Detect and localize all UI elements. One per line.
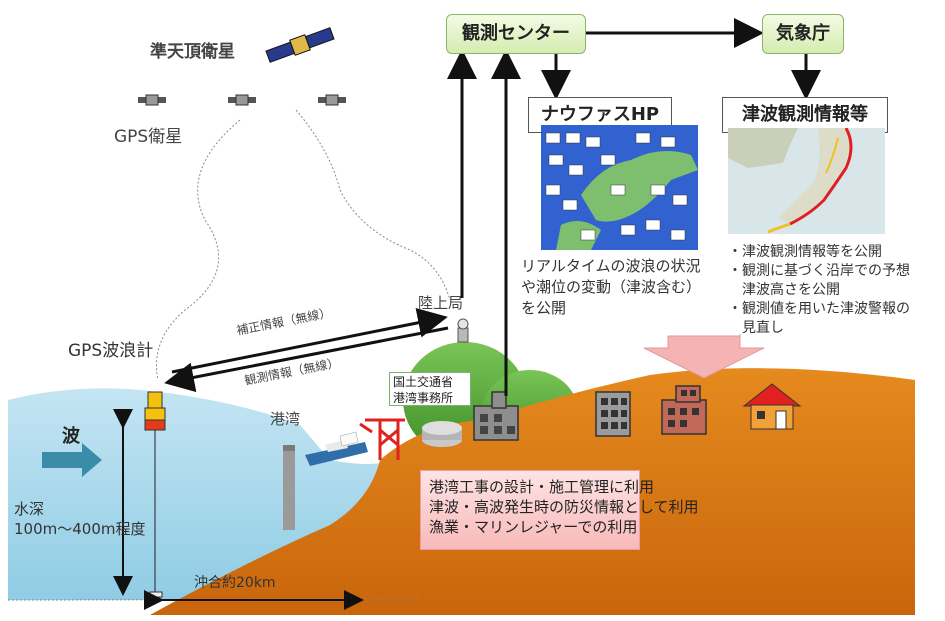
harbor-label: 港湾 bbox=[270, 410, 301, 428]
mlit-office-line2: 港湾事務所 bbox=[393, 391, 454, 405]
jma-box: 気象庁 bbox=[762, 14, 844, 54]
observation-center-label: 観測センター bbox=[462, 23, 570, 44]
observation-center-box: 観測センター bbox=[446, 14, 586, 54]
jma-bullet: ・観測に基づく沿岸での予想 bbox=[728, 263, 910, 279]
wave-label: 波 bbox=[62, 426, 80, 447]
use-item: 漁業・マリンレジャーでの利用 bbox=[429, 518, 638, 536]
tsunami-info-label: 津波観測情報等 bbox=[742, 104, 868, 125]
observation-info-arrow bbox=[164, 326, 449, 393]
office-building-icon bbox=[595, 391, 631, 437]
apartment-icon bbox=[661, 385, 707, 435]
jma-bullet: ・津波観測情報等を公開 bbox=[728, 244, 882, 260]
water-depth-label: 水深 bbox=[14, 500, 45, 518]
correction-info-arrow bbox=[171, 307, 448, 374]
nowphas-hp-label: ナウファスHP bbox=[540, 104, 660, 125]
quasi-zenith-satellite-icon bbox=[265, 27, 335, 63]
satellite-signal-path-2 bbox=[295, 109, 451, 301]
tsunami-map-image bbox=[728, 128, 885, 234]
jma-bullet: 見直し bbox=[728, 320, 784, 336]
satellite-signal-path bbox=[156, 119, 241, 381]
wave-arrow bbox=[42, 443, 102, 477]
gps-wave-gauge-label: GPS波浪計 bbox=[68, 341, 154, 361]
jma-bullet: ・観測値を用いた津波警報の bbox=[728, 301, 910, 317]
water-depth-value: 100m～400m程度 bbox=[14, 520, 146, 538]
mlit-office-label: 国土交通省 港湾事務所 bbox=[389, 372, 471, 406]
gps-satellite-icon bbox=[138, 94, 346, 106]
nowphas-map-image bbox=[541, 125, 698, 250]
use-item: 津波・高波発生時の防災情報として利用 bbox=[429, 498, 699, 516]
jma-bullet: 津波高さを公開 bbox=[728, 282, 840, 298]
crane-icon bbox=[359, 418, 405, 460]
ship-icon bbox=[305, 431, 368, 466]
jma-label: 気象庁 bbox=[776, 23, 830, 44]
land-station-antenna-icon bbox=[457, 318, 469, 343]
offshore-distance-label: 沖合約20km bbox=[194, 575, 276, 591]
jma-bullets: ・津波観測情報等を公開 ・観測に基づく沿岸での予想 津波高さを公開 ・観測値を用… bbox=[728, 243, 910, 338]
nowphas-description: リアルタイムの波浪の状況や潮位の変動（津波含む）を公開 bbox=[521, 257, 702, 317]
house-icon bbox=[742, 383, 802, 430]
uses-box: 港湾工事の設計・施工管理に利用 津波・高波発生時の防災情報として利用 漁業・マリ… bbox=[420, 470, 699, 550]
use-item: 港湾工事の設計・施工管理に利用 bbox=[429, 478, 655, 496]
tank-icon bbox=[422, 421, 462, 447]
gps-satellite-label: GPS衛星 bbox=[114, 127, 183, 147]
land-station-label: 陸上局 bbox=[418, 294, 464, 312]
mlit-office-line1: 国土交通省 bbox=[393, 375, 454, 389]
factory-icon bbox=[473, 391, 519, 441]
quasi-zenith-satellite-label: 準天頂衛星 bbox=[150, 42, 235, 62]
breakwater bbox=[283, 445, 295, 530]
